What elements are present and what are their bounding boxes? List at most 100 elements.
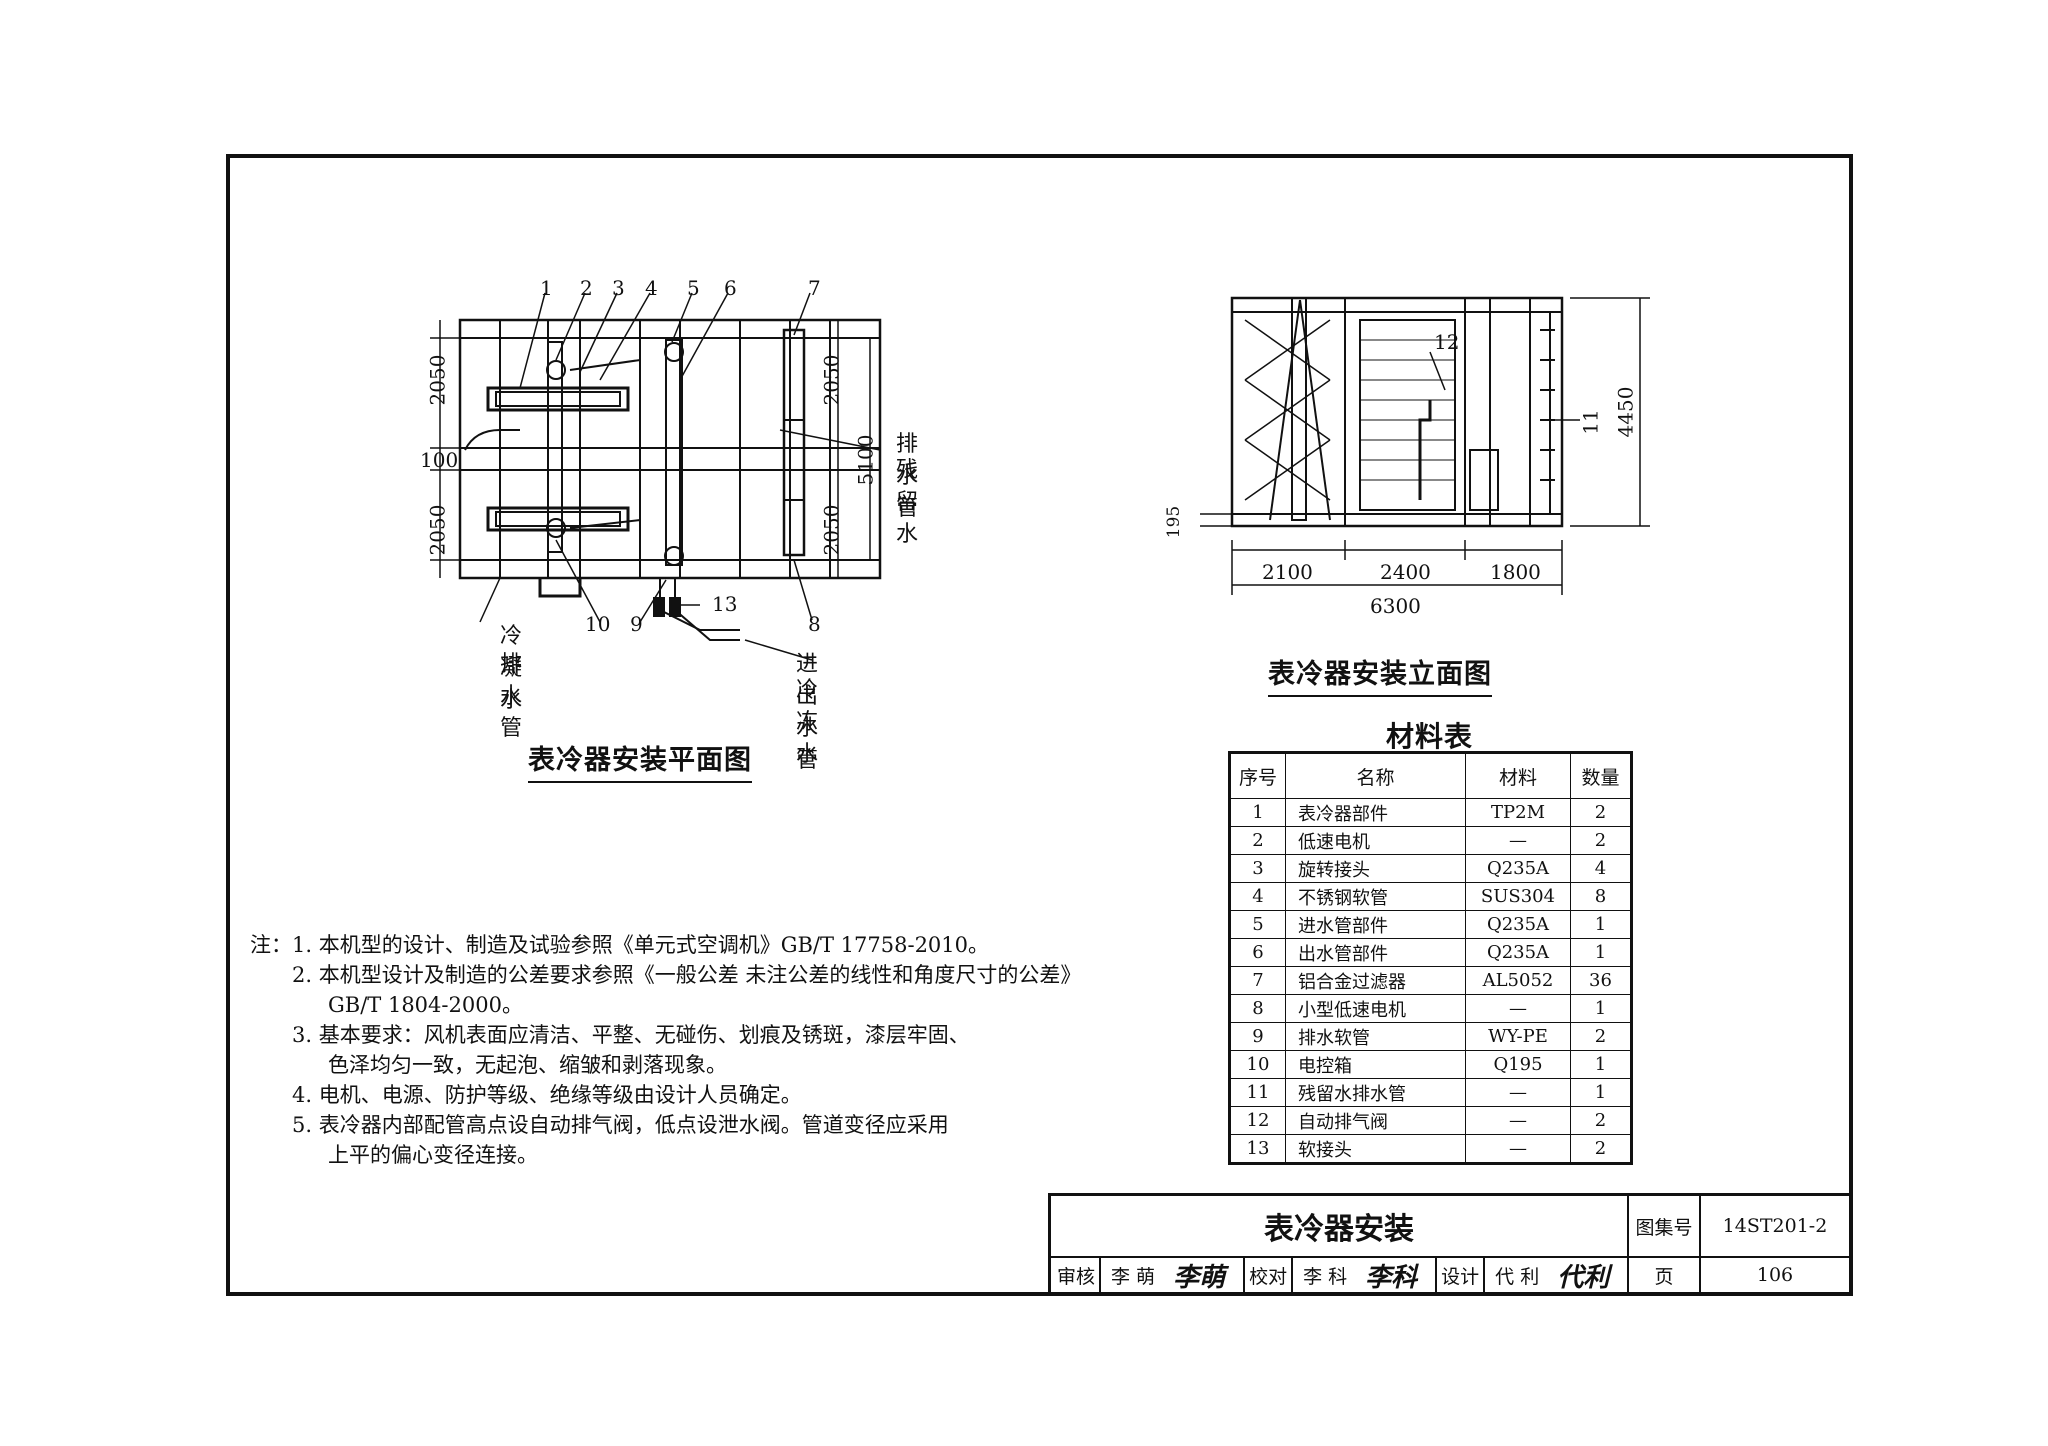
row-name: 自动排气阀 bbox=[1285, 1106, 1466, 1135]
row-no: 8 bbox=[1229, 994, 1286, 1023]
callout-11: 11 bbox=[1578, 409, 1603, 435]
row-qty: 1 bbox=[1570, 938, 1632, 967]
row-material: — bbox=[1465, 1078, 1571, 1107]
row-material: — bbox=[1465, 826, 1571, 855]
row-name: 小型低速电机 bbox=[1285, 994, 1466, 1023]
callout-5: 5 bbox=[687, 276, 700, 300]
note-4: 4. 电机、电源、防护等级、绝缘等级由设计人员确定。 bbox=[292, 1083, 802, 1107]
row-name: 表冷器部件 bbox=[1285, 798, 1466, 827]
callout-13: 13 bbox=[712, 592, 738, 616]
row-material: Q235A bbox=[1465, 938, 1571, 967]
callout-10: 10 bbox=[585, 612, 611, 636]
callout-8: 8 bbox=[808, 612, 821, 636]
note-3-cont: 色泽均匀一致，无起泡、缩皱和剥落现象。 bbox=[328, 1053, 727, 1077]
row-name: 旋转接头 bbox=[1285, 854, 1466, 883]
materials-title: 材料表 bbox=[1386, 720, 1474, 753]
callout-4: 4 bbox=[645, 276, 658, 300]
note-1: 注：1. 本机型的设计、制造及试验参照《单元式空调机》GB/T 17758-20… bbox=[250, 933, 990, 957]
note-2-cont: GB/T 1804-2000。 bbox=[328, 993, 523, 1017]
row-no: 9 bbox=[1229, 1022, 1286, 1051]
dim-left-bottom: 2050 bbox=[425, 504, 450, 556]
title-block: 表冷器安装 图集号 14ST201-2 页 106 审核 李 萌 李萌 校对 李… bbox=[1048, 1193, 1849, 1293]
row-no: 2 bbox=[1229, 826, 1286, 855]
row-material: WY-PE bbox=[1465, 1022, 1571, 1051]
dim-100: 100 bbox=[420, 448, 459, 472]
row-name: 低速电机 bbox=[1285, 826, 1466, 855]
label-residual-water: 残留水 bbox=[896, 458, 919, 547]
row-material: — bbox=[1465, 994, 1571, 1023]
row-name: 进水管部件 bbox=[1285, 910, 1466, 939]
row-name: 不锈钢软管 bbox=[1285, 882, 1466, 911]
row-name: 软接头 bbox=[1285, 1134, 1466, 1164]
reviewer-name: 李 萌 bbox=[1111, 1265, 1156, 1288]
row-material: — bbox=[1465, 1134, 1571, 1164]
dim-base: 195 bbox=[1164, 505, 1185, 539]
row-name: 电控箱 bbox=[1285, 1050, 1466, 1079]
row-name: 铝合金过滤器 bbox=[1285, 966, 1466, 995]
dim-right-total: 5100 bbox=[853, 434, 878, 486]
row-material: SUS304 bbox=[1465, 882, 1571, 911]
row-qty: 36 bbox=[1570, 966, 1632, 995]
designer-name: 代 利 bbox=[1495, 1265, 1540, 1288]
row-qty: 4 bbox=[1570, 854, 1632, 883]
designer-signature: 代利 bbox=[1557, 1262, 1610, 1293]
callout-1: 1 bbox=[540, 276, 553, 300]
checker-signature: 李科 bbox=[1365, 1262, 1418, 1293]
row-material: TP2M bbox=[1465, 798, 1571, 827]
dim-left-top: 2050 bbox=[425, 354, 450, 406]
dim-right-bottom: 2050 bbox=[819, 504, 844, 556]
dim-seg3: 1800 bbox=[1490, 560, 1541, 584]
row-qty: 1 bbox=[1570, 1078, 1632, 1107]
row-no: 6 bbox=[1229, 938, 1286, 967]
dim-right-top: 2050 bbox=[819, 354, 844, 406]
review-label: 审核 bbox=[1057, 1265, 1096, 1288]
atlas-label: 图集号 bbox=[1629, 1196, 1701, 1258]
row-qty: 1 bbox=[1570, 994, 1632, 1023]
checker-name: 李 科 bbox=[1303, 1265, 1348, 1288]
plan-view bbox=[430, 292, 882, 661]
signature-row: 审核 李 萌 李萌 校对 李 科 李科 设计 代 利 代利 bbox=[1051, 1258, 1629, 1293]
dim-height: 4450 bbox=[1613, 386, 1638, 438]
row-qty: 1 bbox=[1570, 1050, 1632, 1079]
note-5-cont: 上平的偏心变径连接。 bbox=[328, 1143, 538, 1167]
dim-seg2: 2400 bbox=[1380, 560, 1431, 584]
note-2: 2. 本机型设计及制造的公差要求参照《一般公差 未注公差的线性和角度尺寸的公差》 bbox=[292, 963, 1082, 987]
header-name: 名称 bbox=[1285, 752, 1466, 799]
label-inlet-outlet-pipe: 进出水管 bbox=[796, 652, 819, 773]
row-qty: 2 bbox=[1570, 798, 1632, 827]
row-no: 1 bbox=[1229, 798, 1286, 827]
row-no: 10 bbox=[1229, 1050, 1286, 1079]
row-name: 残留水排水管 bbox=[1285, 1078, 1466, 1107]
row-qty: 2 bbox=[1570, 826, 1632, 855]
label-condensate-water: 冷凝水 bbox=[500, 624, 523, 713]
plan-view-title: 表冷器安装平面图 bbox=[528, 738, 752, 783]
row-qty: 2 bbox=[1570, 1022, 1632, 1051]
reviewer-signature: 李萌 bbox=[1173, 1262, 1226, 1293]
row-material: AL5052 bbox=[1465, 966, 1571, 995]
row-qty: 2 bbox=[1570, 1106, 1632, 1135]
note-3: 3. 基本要求：风机表面应清洁、平整、无碰伤、划痕及锈斑，漆层牢固、 bbox=[292, 1023, 970, 1047]
row-material: Q235A bbox=[1465, 910, 1571, 939]
row-no: 12 bbox=[1229, 1106, 1286, 1135]
atlas-number: 14ST201-2 bbox=[1701, 1196, 1849, 1258]
row-no: 5 bbox=[1229, 910, 1286, 939]
row-material: — bbox=[1465, 1106, 1571, 1135]
drawing-frame bbox=[226, 154, 1853, 1296]
check-label: 校对 bbox=[1249, 1265, 1288, 1288]
row-no: 4 bbox=[1229, 882, 1286, 911]
page-label: 页 bbox=[1629, 1258, 1701, 1292]
dim-total: 6300 bbox=[1370, 594, 1421, 618]
label-condensate-drain: 排水管 bbox=[500, 652, 523, 741]
row-qty: 8 bbox=[1570, 882, 1632, 911]
callout-12: 12 bbox=[1434, 330, 1460, 354]
